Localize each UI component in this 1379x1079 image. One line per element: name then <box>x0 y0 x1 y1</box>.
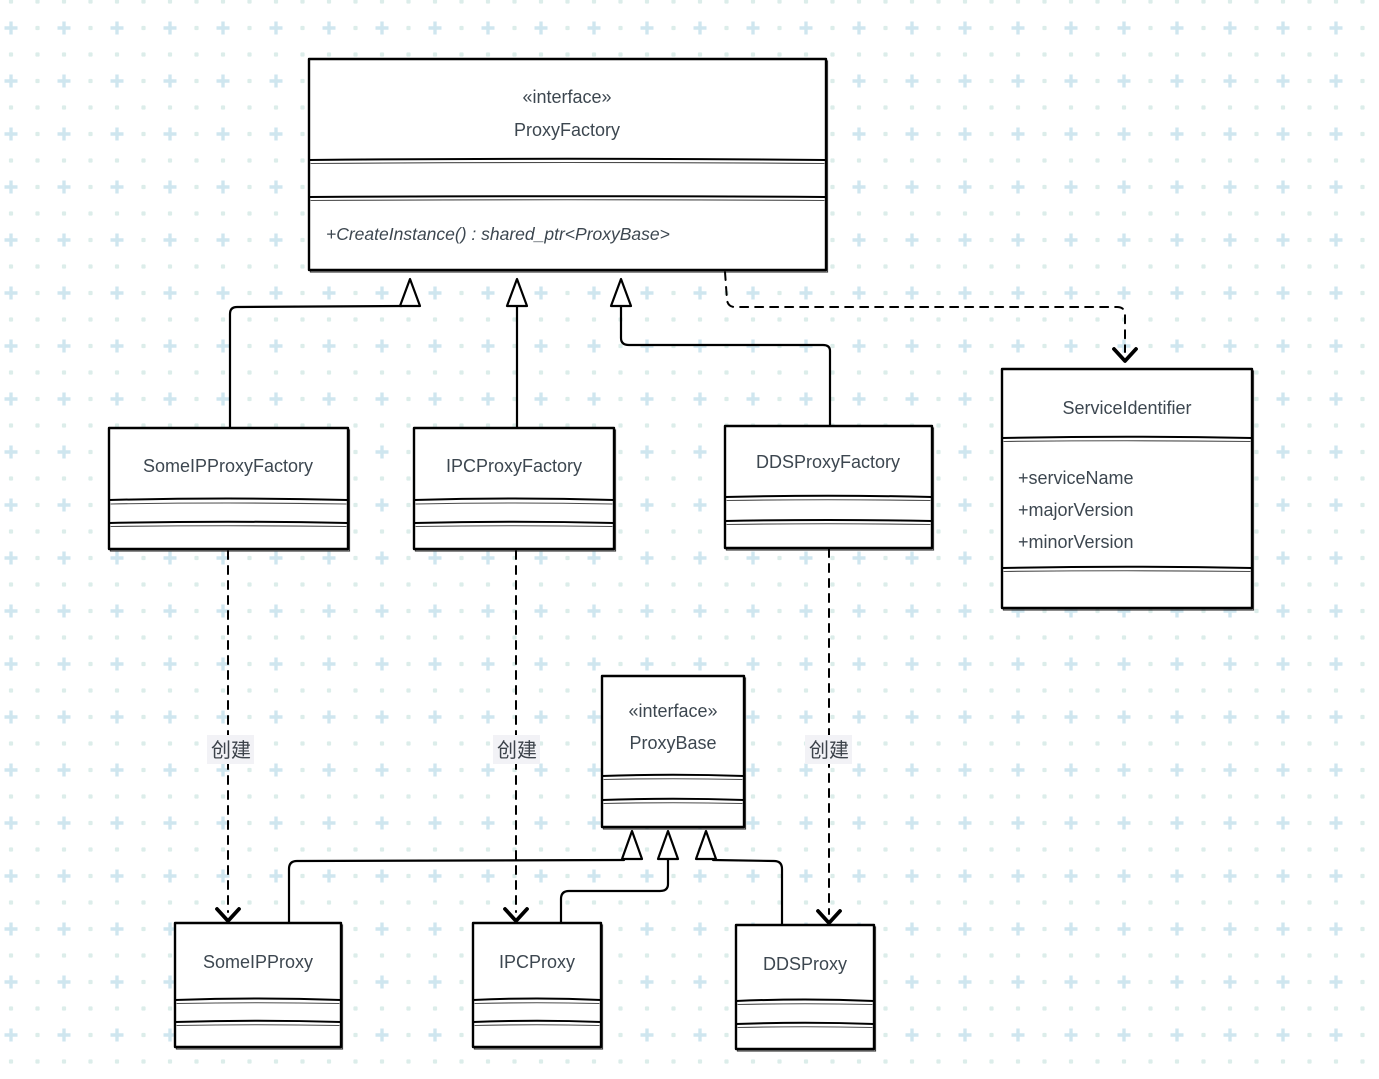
open-arrowhead <box>503 907 529 923</box>
hollow-triangle-arrowhead <box>620 829 644 861</box>
hollow-triangle-arrowhead <box>505 277 529 308</box>
class-someipproxy[interactable]: SomeIPProxy <box>173 921 344 1050</box>
class-proxyfactory[interactable]: «interface» ProxyFactory +CreateInstance… <box>307 57 829 273</box>
class-stereotype: «interface» <box>522 87 611 107</box>
edge-label-text: 创建 <box>497 739 537 762</box>
class-someipproxyfactory[interactable]: SomeIPProxyFactory <box>107 426 351 552</box>
hollow-triangle-arrowhead <box>694 829 718 861</box>
edge-line <box>287 858 626 926</box>
edge-line <box>619 305 832 429</box>
class-name: ProxyFactory <box>514 120 620 140</box>
edge-label-create-dds[interactable]: 创建 <box>805 735 852 764</box>
class-name: DDSProxy <box>763 954 847 974</box>
class-name: IPCProxyFactory <box>446 456 582 476</box>
edge-inheritance-someipproxyfactory-to-proxyfactory[interactable] <box>228 277 422 430</box>
open-arrowhead <box>215 907 241 923</box>
class-attribute: +serviceName <box>1018 468 1134 488</box>
class-name: ProxyBase <box>629 733 716 753</box>
edge-label-text: 创建 <box>809 739 849 762</box>
class-name: SomeIPProxyFactory <box>143 456 313 476</box>
edge-line <box>559 858 670 926</box>
edge-line <box>711 858 784 928</box>
class-attribute: +minorVersion <box>1018 532 1134 552</box>
edge-label-background <box>493 735 540 764</box>
edge-label-background <box>207 735 254 764</box>
edge-inheritance-someipproxy-to-proxybase[interactable] <box>287 829 644 926</box>
edge-inheritance-ddsproxy-to-proxybase[interactable] <box>694 829 784 928</box>
edge-inheritance-ipcproxy-to-proxybase[interactable] <box>559 829 680 926</box>
class-attribute: +majorVersion <box>1018 500 1134 520</box>
class-name: IPCProxy <box>499 952 575 972</box>
edge-label-background <box>805 735 852 764</box>
hollow-triangle-arrowhead <box>398 277 422 308</box>
edge-label-text: 创建 <box>211 739 251 762</box>
edge-label-create-ipc[interactable]: 创建 <box>493 735 540 764</box>
class-name: DDSProxyFactory <box>756 452 900 472</box>
edge-create-someipproxyfactory-to-someipproxy[interactable] <box>215 550 241 923</box>
edge-label-create-someip[interactable]: 创建 <box>207 735 254 764</box>
edge-line <box>724 271 1126 353</box>
class-ddsproxy[interactable]: DDSProxy <box>734 923 877 1052</box>
edge-inheritance-ddsproxyfactory-to-proxyfactory[interactable] <box>609 277 832 429</box>
edge-create-ipcproxyfactory-to-ipcproxy[interactable] <box>503 550 529 923</box>
class-proxybase[interactable]: «interface» ProxyBase <box>600 674 747 830</box>
edge-create-ddsproxyfactory-to-ddsproxy[interactable] <box>816 548 842 925</box>
class-ipcproxyfactory[interactable]: IPCProxyFactory <box>412 426 617 552</box>
class-method: +CreateInstance() : shared_ptr<ProxyBase… <box>326 224 670 244</box>
class-name: ServiceIdentifier <box>1062 398 1191 418</box>
class-ddsproxyfactory[interactable]: DDSProxyFactory <box>723 424 935 551</box>
class-stereotype: «interface» <box>628 701 717 721</box>
open-arrowhead <box>1112 347 1138 363</box>
class-ipcproxy[interactable]: IPCProxy <box>471 921 604 1050</box>
edge-inheritance-ipcproxyfactory-to-proxyfactory[interactable] <box>505 277 529 430</box>
hollow-triangle-arrowhead <box>609 277 633 308</box>
class-serviceidentifier[interactable]: ServiceIdentifier +serviceName +majorVer… <box>1000 367 1255 611</box>
hollow-triangle-arrowhead <box>656 829 680 861</box>
edge-dependency-proxyfactory-to-serviceidentifier[interactable] <box>724 271 1138 363</box>
class-name: SomeIPProxy <box>203 952 313 972</box>
open-arrowhead <box>816 909 842 925</box>
edge-line <box>228 304 404 430</box>
